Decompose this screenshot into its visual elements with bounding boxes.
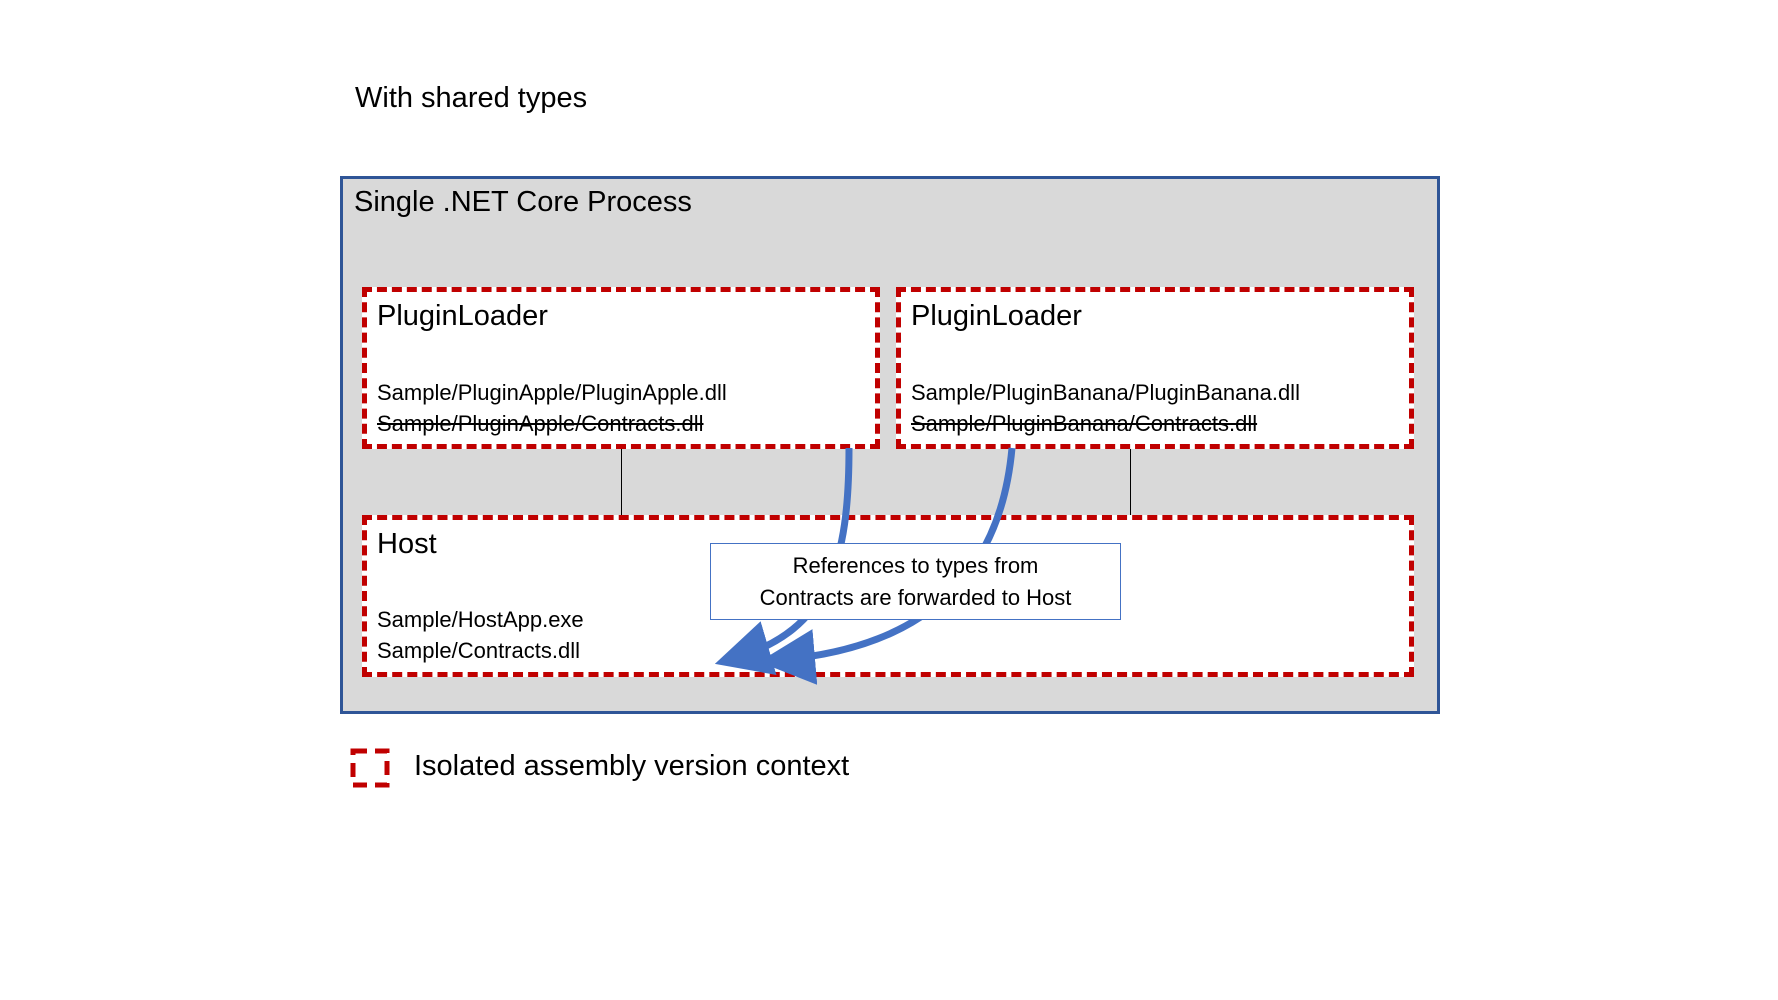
host-exe: Sample/HostApp.exe [377,607,584,632]
dashed-box-legend-icon [350,748,390,788]
plugin-loader-banana-title: PluginLoader [911,300,1082,332]
connector-line-banana [1130,449,1131,515]
connector-line-apple [621,449,622,515]
plugin-banana-dll: Sample/PluginBanana/PluginBanana.dll [911,380,1300,405]
plugin-apple-contracts-struck: Sample/PluginApple/Contracts.dll [377,411,704,436]
legend-label: Isolated assembly version context [414,750,850,782]
forwarding-callout: References to types from Contracts are f… [710,543,1121,620]
host-contracts: Sample/Contracts.dll [377,638,580,663]
plugin-apple-dll: Sample/PluginApple/PluginApple.dll [377,380,727,405]
plugin-loader-banana [896,287,1414,449]
process-label: Single .NET Core Process [354,186,692,218]
diagram-title: With shared types [355,82,588,114]
callout-line-2: Contracts are forwarded to Host [759,584,1072,610]
callout-line-1: References to types from [792,552,1039,578]
plugin-loader-apple-title: PluginLoader [377,300,548,332]
plugin-loader-apple [362,287,880,449]
host-title: Host [377,528,437,560]
plugin-banana-contracts-struck: Sample/PluginBanana/Contracts.dll [911,411,1258,436]
